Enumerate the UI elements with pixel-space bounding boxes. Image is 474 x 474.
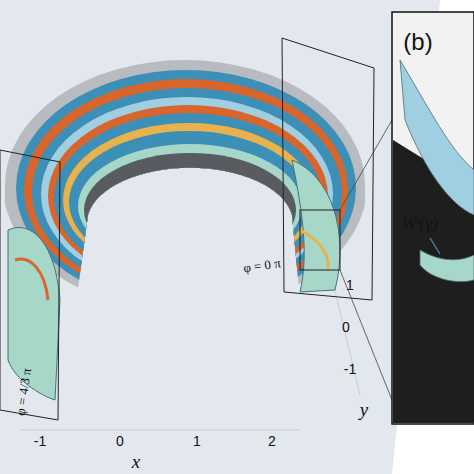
axis-label: 2 (268, 434, 276, 449)
ground-plane (0, 0, 440, 474)
x-axis (20, 430, 300, 431)
zoom-frame (300, 210, 340, 270)
section-frame (0, 150, 60, 420)
axis-label: -1 (34, 434, 46, 449)
torus-surface (3, 58, 367, 312)
panel-letter: (b) (403, 29, 432, 55)
inset-panel (392, 12, 474, 424)
axis-label: 1 (193, 434, 201, 449)
leader-line (430, 238, 440, 254)
axis-label: 1 (346, 278, 354, 293)
cross-section-right (292, 160, 340, 292)
stable-manifold (420, 250, 474, 282)
axis-label: y (360, 400, 368, 421)
axis-label: x (132, 452, 140, 473)
axis-label: 0 (342, 320, 350, 335)
axis-label: -1 (344, 362, 356, 377)
section-frame (282, 38, 374, 300)
axis-label: 0 (116, 434, 124, 449)
leader-line (340, 270, 392, 400)
manifold-label: Wˢ(γ) (402, 215, 438, 234)
leader-line (340, 120, 392, 210)
cross-section-left (8, 228, 60, 400)
inset-surface (400, 60, 474, 215)
